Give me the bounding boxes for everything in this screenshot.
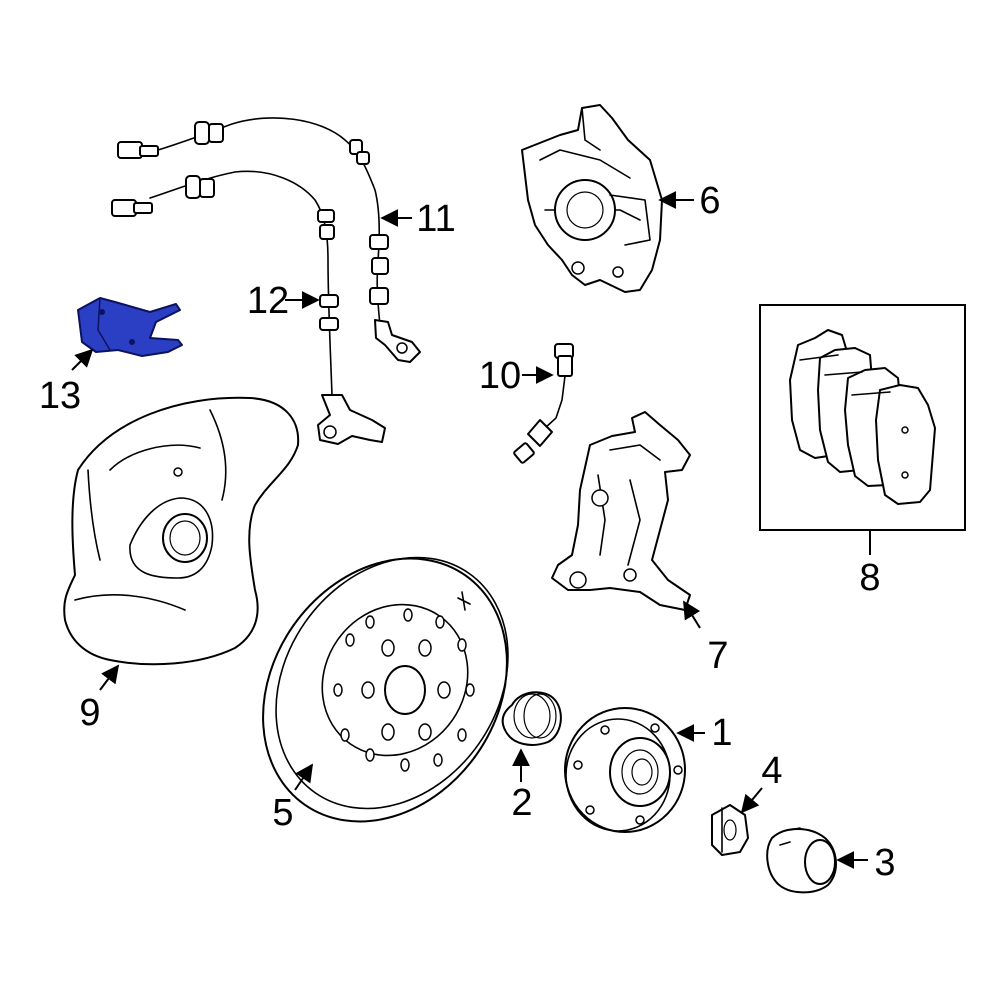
callout-3[interactable]: 3	[874, 842, 895, 884]
part-1-wheel-hub[interactable]	[564, 707, 686, 833]
leader-5	[294, 763, 314, 791]
callout-8[interactable]: 8	[859, 557, 880, 599]
part-10-brake-hose[interactable]	[513, 343, 574, 464]
part-11-wear-sensor-upper[interactable]	[117, 117, 421, 363]
part-3-dust-cap[interactable]	[766, 827, 837, 894]
callout-12[interactable]: 12	[247, 280, 289, 322]
leader-7	[683, 600, 701, 629]
callout-9[interactable]: 9	[79, 692, 100, 734]
callout-4[interactable]: 4	[761, 750, 782, 792]
callout-6[interactable]: 6	[699, 180, 720, 222]
callout-leaders	[71, 191, 871, 869]
part-12-wheel-speed-sensor[interactable]	[111, 170, 386, 445]
callout-labels: 1 2 3 4 5 6 7 8 9 10 11 12 13	[39, 180, 896, 884]
callout-10[interactable]: 10	[479, 355, 521, 397]
leader-4	[740, 787, 763, 814]
part-6-caliper[interactable]	[521, 104, 663, 293]
part-9-splash-shield[interactable]	[63, 396, 300, 666]
part-5-brake-rotor[interactable]	[213, 511, 557, 869]
callout-13[interactable]: 13	[39, 375, 81, 417]
callout-1[interactable]: 1	[711, 712, 732, 754]
part-8-brake-pad-set[interactable]	[759, 304, 966, 531]
part-13-bracket-highlighted[interactable]	[77, 297, 183, 357]
leader-9	[99, 664, 120, 691]
part-2-seal-ring[interactable]	[501, 691, 562, 746]
callout-2[interactable]: 2	[511, 782, 532, 824]
callout-11[interactable]: 11	[416, 198, 455, 240]
leader-13	[71, 348, 94, 371]
part-4-hub-nut[interactable]	[711, 804, 749, 856]
callout-5[interactable]: 5	[272, 792, 293, 834]
part-7-caliper-bracket[interactable]	[551, 411, 691, 611]
callout-7[interactable]: 7	[707, 635, 728, 677]
